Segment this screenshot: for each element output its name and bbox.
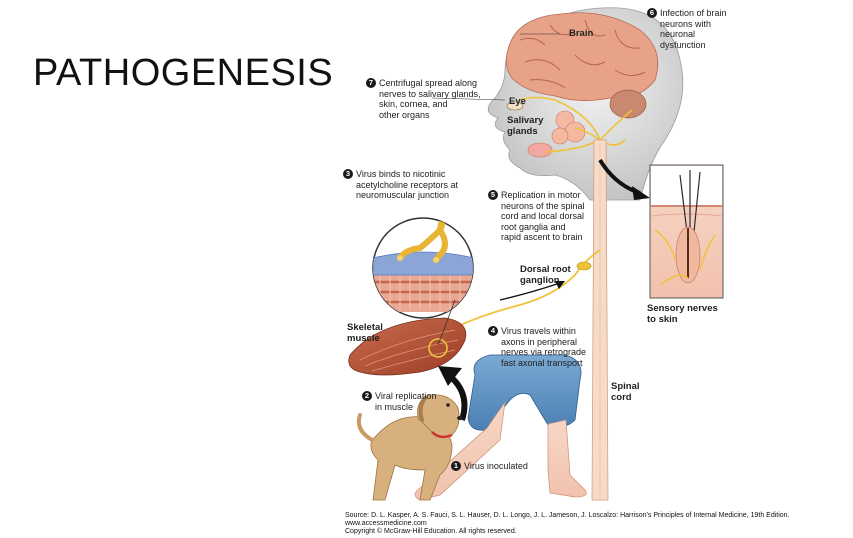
salivary-glands [527,110,586,158]
salivary-glands-label: Salivary glands [507,115,544,137]
step-1-number: 1 [451,461,461,471]
brain [505,12,659,119]
step-4-text: Virus travels within axons in peripheral… [501,326,587,368]
step-2-text: Viral replication in muscle [375,391,437,412]
spinal-cord [591,139,609,501]
eye-label: Eye [509,96,526,107]
source-copyright: Copyright © McGraw-Hill Education. All r… [345,528,517,535]
step-3-number: 3 [343,169,353,179]
step-5-number: 5 [488,190,498,200]
step-7-text: Centrifugal spread along nerves to saliv… [379,78,481,120]
spinal-cord-label: Spinal cord [611,381,640,403]
eye [506,101,524,111]
replication-arrow-icon [449,375,468,421]
step-7-number: 7 [366,78,376,88]
ascent-arrow-icon [499,282,561,301]
slide-title: PATHOGENESIS [33,52,334,94]
dorsal-root-ganglion-label: Dorsal root ganglion [520,264,571,286]
step-3-text: Virus binds to nicotinic acetylcholine r… [356,169,459,200]
step-2-number: 2 [362,391,372,401]
leader-lines [431,33,560,101]
step-4-number: 4 [488,326,498,336]
source-website: www.accessmedicine.com [345,520,427,527]
figure-source: Source: D. L. Kasper, A. S. Fauci, S. L.… [345,512,790,536]
sensory-nerves-label: Sensory nerves to skin [647,303,718,325]
dog [356,394,463,501]
step-1-text: Virus inoculated [464,461,528,471]
skeletal-muscle [348,317,467,376]
step-5-text: Replication in motor neurons of the spin… [501,190,585,242]
brain-label: Brain [569,28,594,39]
step-6-text: Infection of brain neurons with neuronal… [660,8,727,50]
dorsal-root-ganglion [576,261,592,271]
skin-inset [649,164,724,299]
source-citation: Source: D. L. Kasper, A. S. Fauci, S. L.… [345,512,790,519]
neuromuscular-junction-inset [372,217,474,346]
step-6-number: 6 [647,8,657,18]
skeletal-muscle-label: Skeletal muscle [347,322,383,344]
